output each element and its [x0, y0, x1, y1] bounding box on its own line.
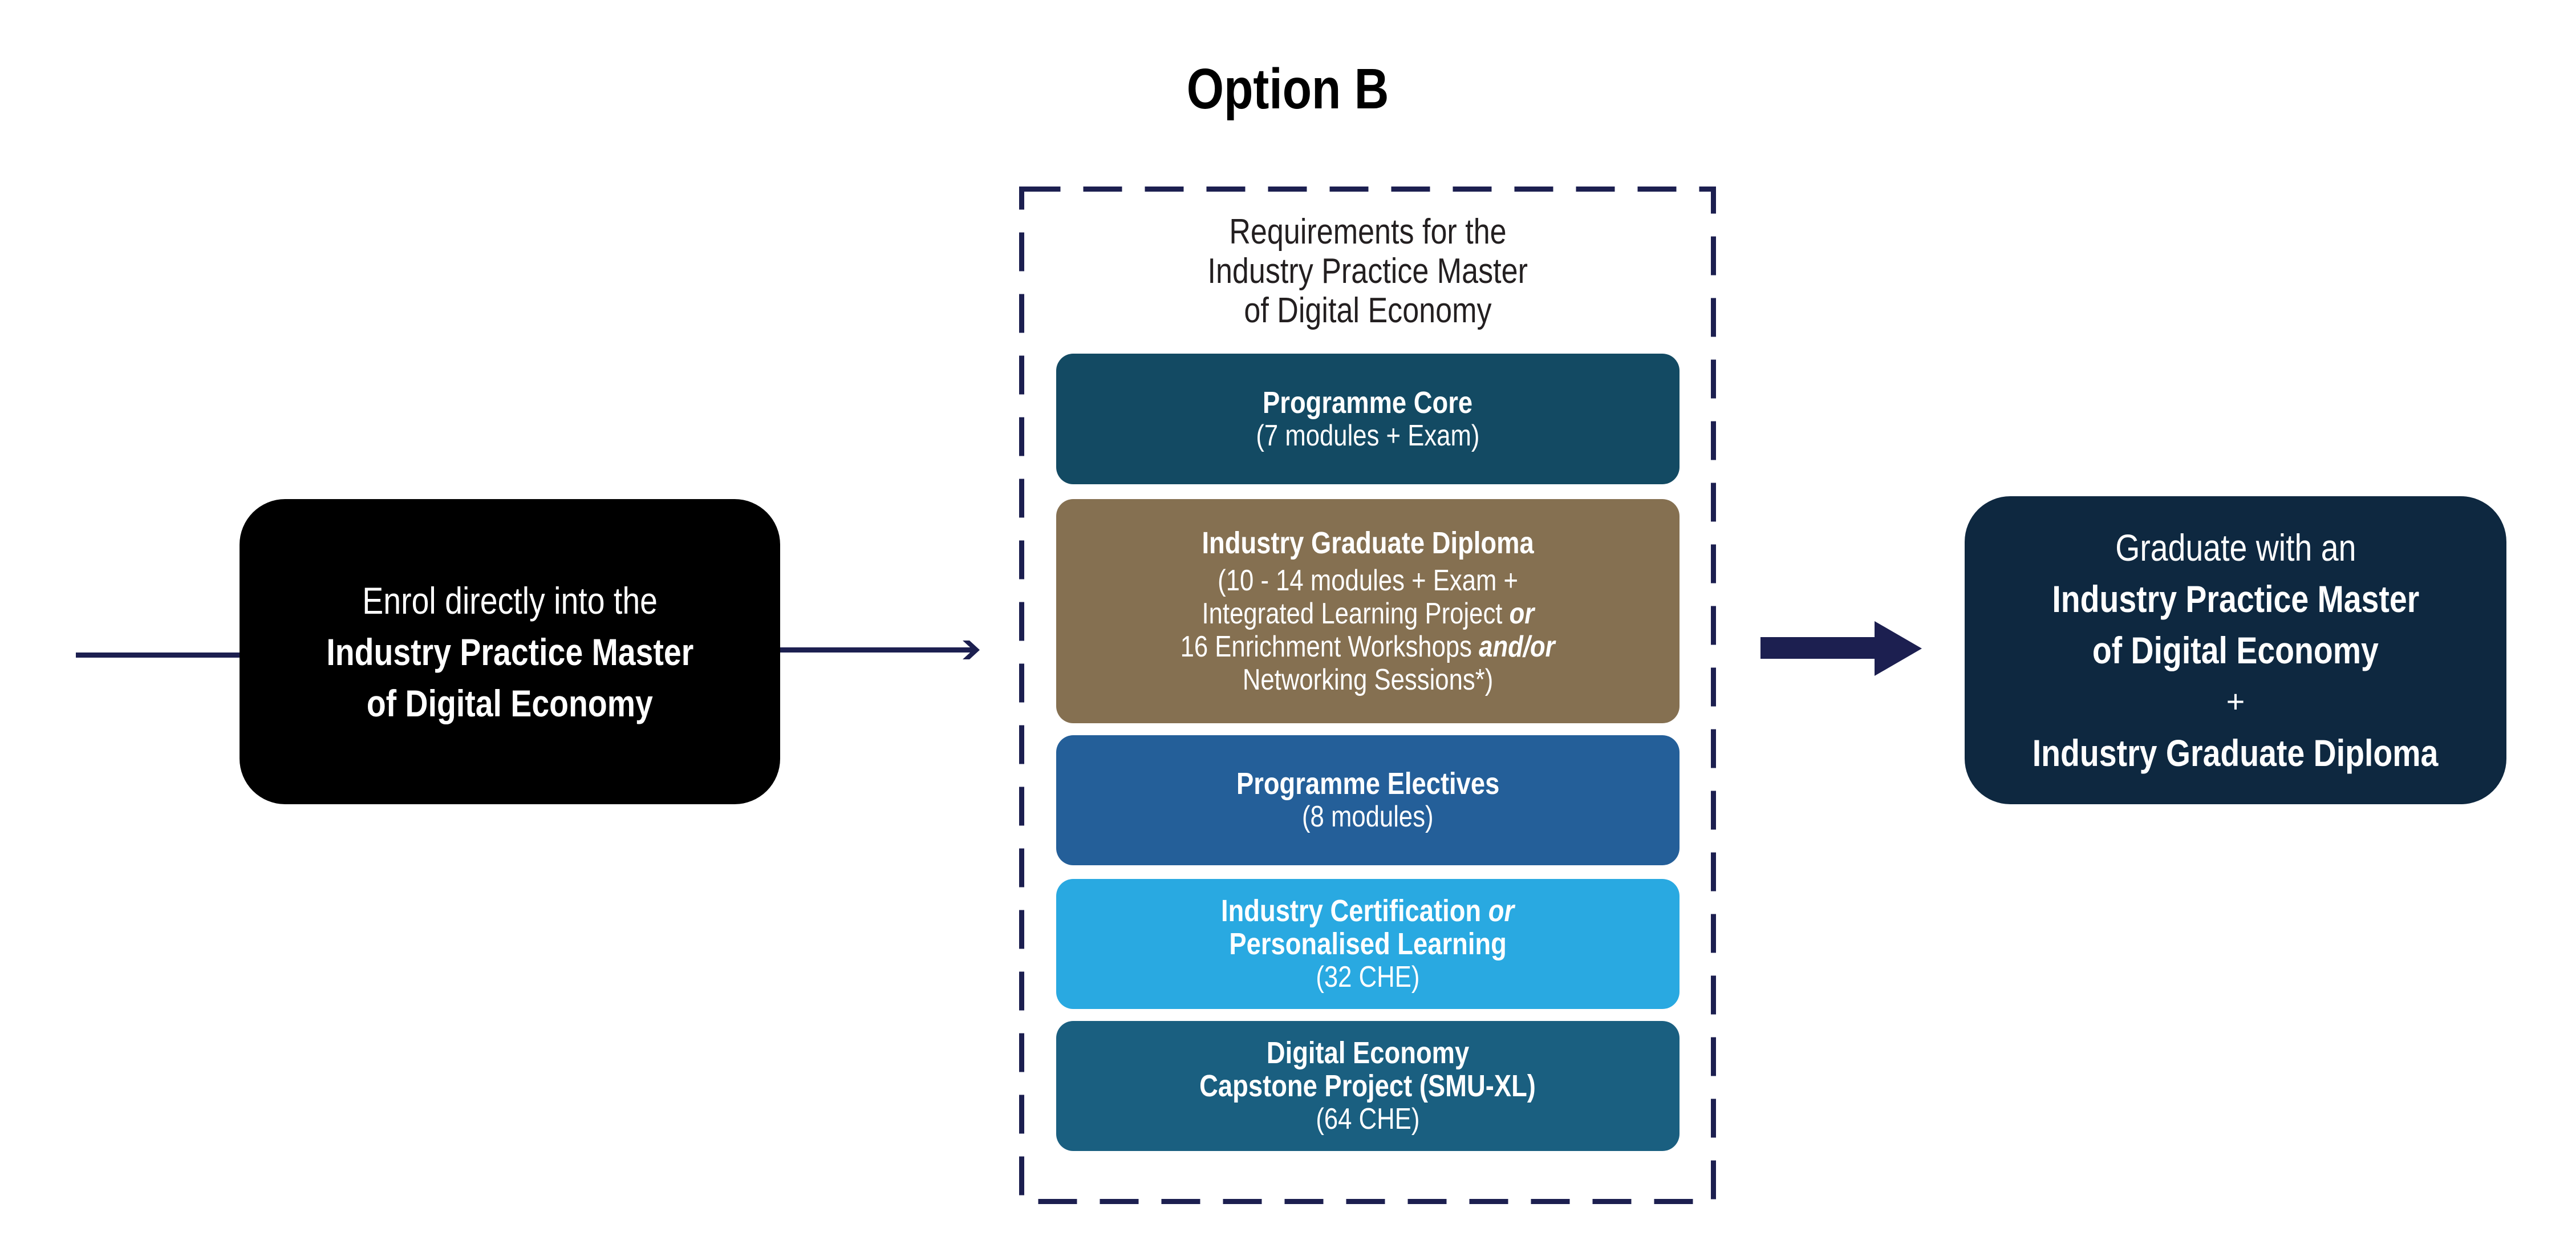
diploma-detail-line-3: 16 Enrichment Workshops and/or: [1180, 630, 1556, 663]
industry-graduate-diploma-box: Industry Graduate Diploma (10 - 14 modul…: [1056, 499, 1680, 723]
programme-core-box: Programme Core (7 modules + Exam): [1056, 354, 1680, 484]
capstone-project-box: Digital Economy Capstone Project (SMU-XL…: [1056, 1021, 1680, 1151]
diploma-title: Industry Graduate Diploma: [1202, 525, 1534, 560]
enrol-line-1: Enrol directly into the: [362, 579, 658, 622]
graduate-plus-sign: +: [2226, 683, 2245, 719]
graduate-line-3: of Digital Economy: [2092, 629, 2379, 671]
requirements-heading-line-1: Requirements for the: [1228, 212, 1507, 252]
diploma-detail-line-4: Networking Sessions*): [1242, 663, 1494, 696]
enrol-to-requirements-arrowhead-icon: [963, 641, 980, 659]
programme-core-detail: (7 modules + Exam): [1256, 419, 1480, 452]
diploma-detail-line-1: (10 - 14 modules + Exam +: [1218, 564, 1518, 597]
certification-title-line-2: Personalised Learning: [1229, 927, 1507, 961]
graduate-line-2: Industry Practice Master: [2052, 578, 2419, 620]
enrol-line-3: of Digital Economy: [366, 682, 654, 724]
requirements-dashed-border: [1019, 187, 1716, 1204]
graduate-box: Graduate with an Industry Practice Maste…: [1965, 496, 2506, 804]
programme-core-title: Programme Core: [1263, 385, 1473, 420]
capstone-title-line-2: Capstone Project (SMU-XL): [1199, 1069, 1536, 1103]
entry-line: [76, 653, 240, 658]
programme-electives-box: Programme Electives (8 modules): [1056, 735, 1680, 865]
capstone-title-line-1: Digital Economy: [1266, 1036, 1470, 1070]
title-text: Option B: [1187, 57, 1389, 121]
diploma-detail-line-2: Integrated Learning Project or: [1202, 597, 1534, 630]
requirements-to-graduate-arrow-shaft: [1760, 637, 1876, 659]
graduate-line-1: Graduate with an: [2115, 526, 2356, 569]
electives-title: Programme Electives: [1236, 767, 1500, 801]
certification-title-line-1: Industry Certification or: [1221, 894, 1515, 928]
enrol-box: Enrol directly into the Industry Practic…: [240, 499, 780, 804]
requirements-heading-line-2: Industry Practice Master: [1207, 252, 1528, 291]
enrol-line-2: Industry Practice Master: [326, 630, 693, 673]
certification-detail: (32 CHE): [1316, 961, 1420, 994]
requirements-to-graduate-arrowhead-icon: [1875, 621, 1922, 676]
industry-certification-box: Industry Certification or Personalised L…: [1056, 879, 1680, 1009]
graduate-line-4: Industry Graduate Diploma: [2033, 732, 2439, 774]
diagram-title: Option B: [0, 55, 2576, 123]
capstone-detail: (64 CHE): [1316, 1103, 1420, 1136]
requirements-heading: Requirements for the Industry Practice M…: [1019, 212, 1716, 330]
requirements-heading-line-3: of Digital Economy: [1243, 291, 1492, 330]
electives-detail: (8 modules): [1302, 800, 1434, 833]
enrol-to-requirements-arrow-shaft: [780, 647, 974, 653]
